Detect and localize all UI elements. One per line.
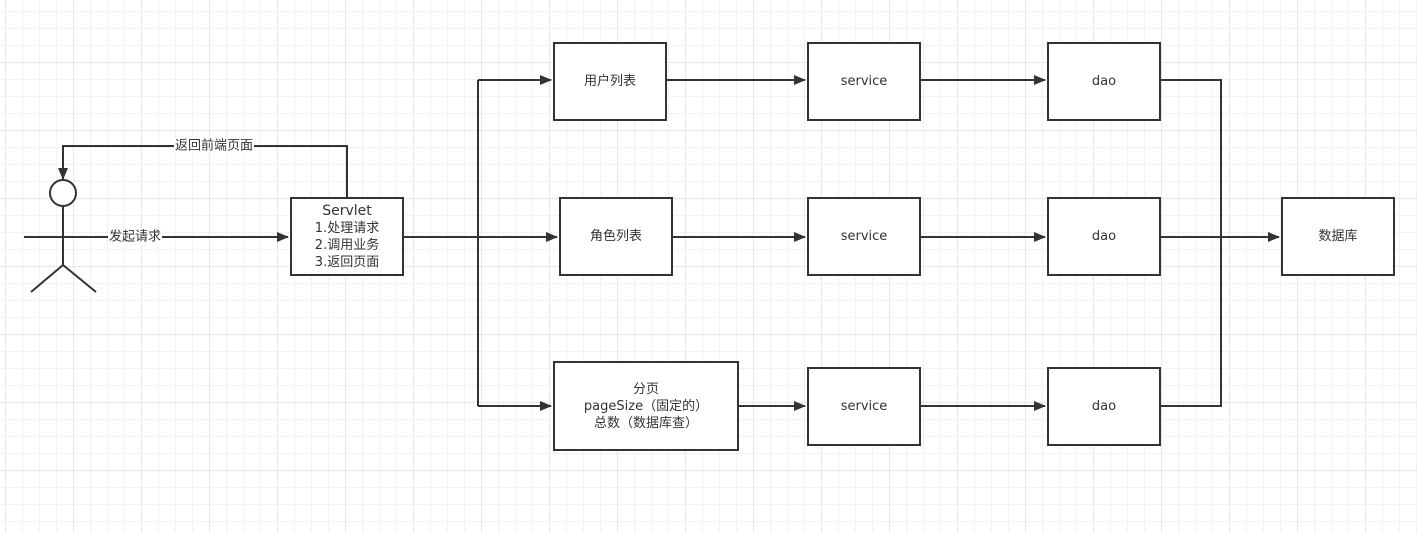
service-label: service: [840, 74, 888, 89]
paging-box[interactable]: 分页 pageSize（固定的） 总数（数据库查）: [553, 361, 739, 451]
actor-leg-right: [62, 264, 97, 293]
servlet-step: 3.返回页面: [314, 254, 380, 270]
role-list-label: 角色列表: [589, 229, 642, 244]
paging-detail: 总数（数据库查）: [593, 415, 698, 431]
actor-leg-left: [30, 264, 64, 293]
role-list-box[interactable]: 角色列表: [559, 197, 673, 276]
user-list-box[interactable]: 用户列表: [553, 42, 667, 121]
response-edge[interactable]: [58, 145, 348, 197]
database-box[interactable]: 数据库: [1281, 197, 1395, 276]
service-box[interactable]: service: [807, 197, 921, 276]
servlet-title: Servlet: [322, 202, 372, 219]
edge-dao-1-to-trunk[interactable]: [1160, 79, 1222, 407]
service-box[interactable]: service: [807, 42, 921, 121]
paging-detail: pageSize（固定的）: [583, 398, 709, 414]
dao-label: dao: [1091, 74, 1117, 89]
actor-figure[interactable]: [24, 179, 103, 293]
servlet-step: 1.处理请求: [314, 220, 380, 236]
database-label: 数据库: [1318, 229, 1358, 244]
dao-label: dao: [1091, 229, 1117, 244]
dao-box[interactable]: dao: [1047, 197, 1161, 276]
service-label: service: [840, 399, 888, 414]
request-edge-label: 发起请求: [107, 229, 163, 245]
paging-title: 分页: [632, 381, 659, 397]
actor-head: [49, 179, 77, 207]
servlet-step: 2.调用业务: [314, 237, 380, 253]
dao-label: dao: [1091, 399, 1117, 414]
dao-box[interactable]: dao: [1047, 42, 1161, 121]
servlet-box[interactable]: Servlet 1.处理请求 2.调用业务 3.返回页面: [290, 197, 404, 276]
user-list-label: 用户列表: [583, 74, 636, 89]
service-label: service: [840, 229, 888, 244]
response-edge-label: 返回前端页面: [173, 138, 255, 154]
service-box[interactable]: service: [807, 367, 921, 446]
dao-box[interactable]: dao: [1047, 367, 1161, 446]
